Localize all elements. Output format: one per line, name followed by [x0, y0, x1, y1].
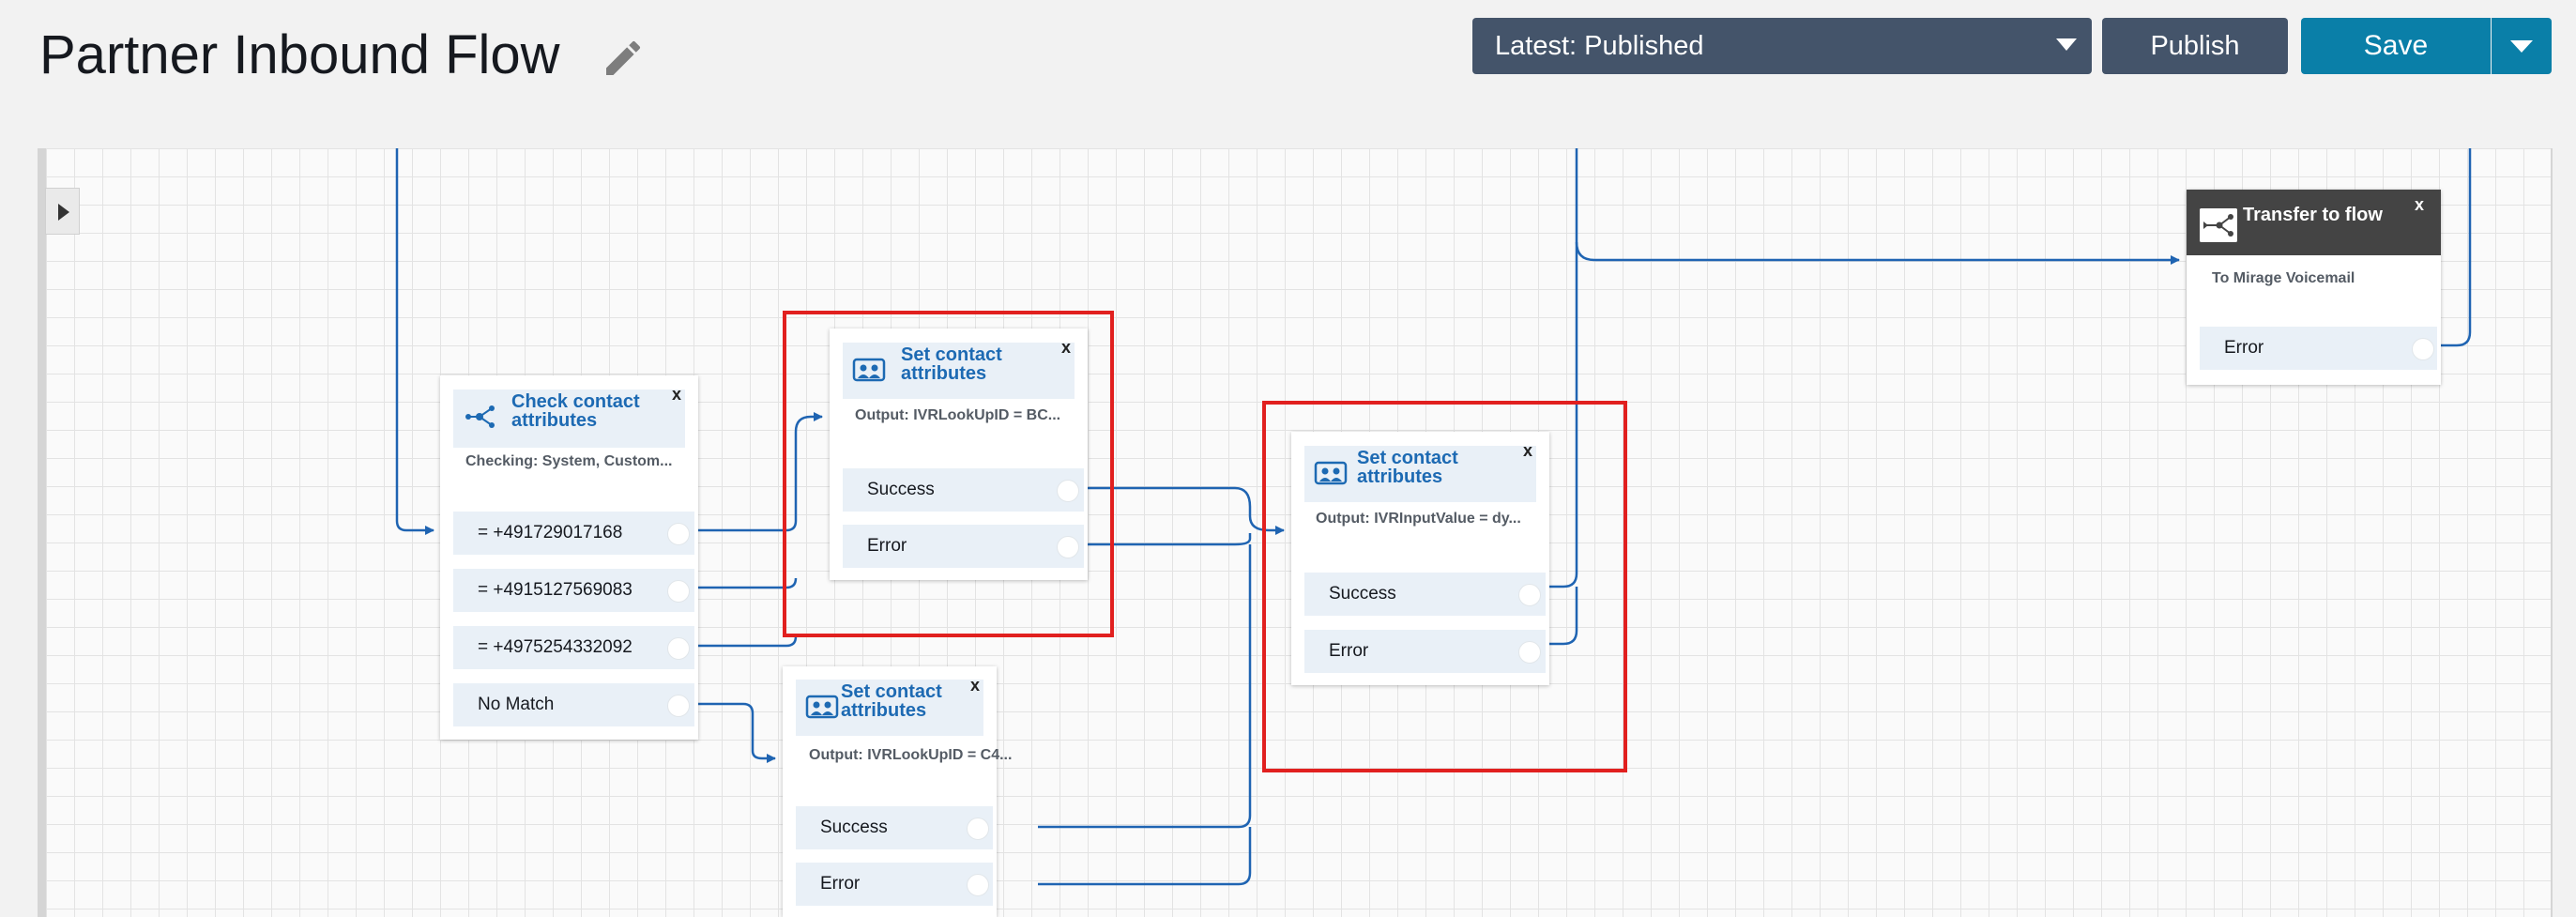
- set-contact-attributes-block[interactable]: Set contact attributes x Output: IVRInpu…: [1291, 432, 1549, 685]
- highlight-box: [783, 311, 1114, 637]
- block-description: To Mirage Voicemail: [2212, 270, 2355, 286]
- branch-port[interactable]: [667, 523, 690, 545]
- expand-panel-icon: [58, 204, 69, 221]
- set-attributes-icon: [852, 358, 886, 382]
- highlight-box: [1262, 401, 1627, 772]
- branch-port[interactable]: [667, 580, 690, 603]
- block-title: Set contact attributes: [901, 344, 1002, 384]
- close-block-button[interactable]: x: [969, 676, 980, 695]
- transfer-to-flow-block[interactable]: Transfer to flow x To Mirage Voicemail E…: [2187, 190, 2441, 385]
- expand-panel-button[interactable]: [45, 188, 80, 235]
- block-header: Set contact attributes: [843, 343, 1075, 399]
- block-title: Transfer to flow: [2243, 205, 2383, 225]
- branch-port[interactable]: [967, 818, 989, 840]
- block-header: Set contact attributes: [1304, 446, 1536, 502]
- connector: [693, 412, 823, 532]
- connector: [1085, 533, 1252, 546]
- connector: [1038, 544, 1252, 829]
- branch-port[interactable]: [1057, 536, 1079, 558]
- branch-port[interactable]: [667, 695, 690, 717]
- branch-item: = +4975254332092: [453, 626, 694, 669]
- connector: [693, 702, 776, 763]
- close-block-button[interactable]: x: [1522, 441, 1532, 460]
- branch-port[interactable]: [2412, 338, 2434, 360]
- connector: [1038, 827, 1252, 886]
- set-contact-attributes-block[interactable]: Set contact attributes x Output: IVRLook…: [783, 666, 1012, 917]
- version-select[interactable]: Latest: Published: [1472, 18, 2092, 74]
- connector: [1085, 486, 1285, 535]
- connector: [1575, 241, 2180, 265]
- close-block-button[interactable]: x: [2414, 195, 2424, 214]
- branch-item: Success: [796, 806, 993, 849]
- publish-button[interactable]: Publish: [2102, 18, 2288, 74]
- block-header: Check contact attributes: [453, 390, 685, 448]
- connector: [395, 148, 434, 535]
- page-title: Partner Inbound Flow: [39, 24, 560, 85]
- caret-down-icon: [2056, 38, 2077, 51]
- check-contact-attributes-block[interactable]: Check contact attributes x Checking: Sys…: [440, 375, 698, 740]
- check-attributes-icon: [465, 405, 495, 428]
- connector: [2440, 148, 2472, 347]
- block-header: Set contact attributes: [796, 680, 983, 736]
- set-attributes-icon: [1314, 461, 1348, 485]
- block-title: Set contact attributes: [841, 681, 942, 721]
- branch-port[interactable]: [667, 637, 690, 660]
- set-attributes-icon: [805, 695, 839, 719]
- branch-item: Error: [1304, 630, 1546, 673]
- block-title: Set contact attributes: [1357, 448, 1458, 487]
- block-description: Output: IVRInputValue = dy...: [1316, 511, 1521, 527]
- connector: [693, 635, 798, 648]
- save-button[interactable]: Save: [2301, 18, 2491, 74]
- branch-item: = +491729017168: [453, 512, 694, 555]
- branch-port[interactable]: [1057, 480, 1079, 502]
- edit-icon[interactable]: [601, 36, 646, 81]
- branch-item: Success: [1304, 573, 1546, 616]
- set-contact-attributes-block[interactable]: Set contact attributes x Output: IVRLook…: [830, 329, 1088, 580]
- branch-item: Error: [843, 525, 1084, 568]
- branch-item: Error: [796, 863, 993, 906]
- branch-port[interactable]: [967, 874, 989, 896]
- caret-down-icon: [2510, 40, 2533, 53]
- connector: [693, 577, 798, 589]
- close-block-button[interactable]: x: [1060, 338, 1071, 357]
- branch-item: Success: [843, 468, 1084, 512]
- block-header: Transfer to flow: [2187, 190, 2441, 255]
- block-description: Output: IVRLookUpID = BC...: [855, 407, 1061, 423]
- close-block-button[interactable]: x: [671, 385, 681, 404]
- connector: [1547, 587, 1578, 646]
- branch-item: = +4915127569083: [453, 569, 694, 612]
- block-description: Output: IVRLookUpID = C4...: [809, 747, 1013, 763]
- transfer-flow-icon: [2200, 208, 2237, 242]
- connector: [1547, 148, 1578, 588]
- branch-port[interactable]: [1518, 641, 1541, 664]
- branch-item: No Match: [453, 683, 694, 726]
- block-description: Checking: System, Custom...: [465, 453, 673, 469]
- block-title: Check contact attributes: [511, 391, 640, 431]
- version-select-label: Latest: Published: [1495, 31, 1704, 61]
- branch-port[interactable]: [1518, 584, 1541, 606]
- branch-item: Error: [2200, 327, 2437, 370]
- save-options-button[interactable]: [2492, 18, 2552, 74]
